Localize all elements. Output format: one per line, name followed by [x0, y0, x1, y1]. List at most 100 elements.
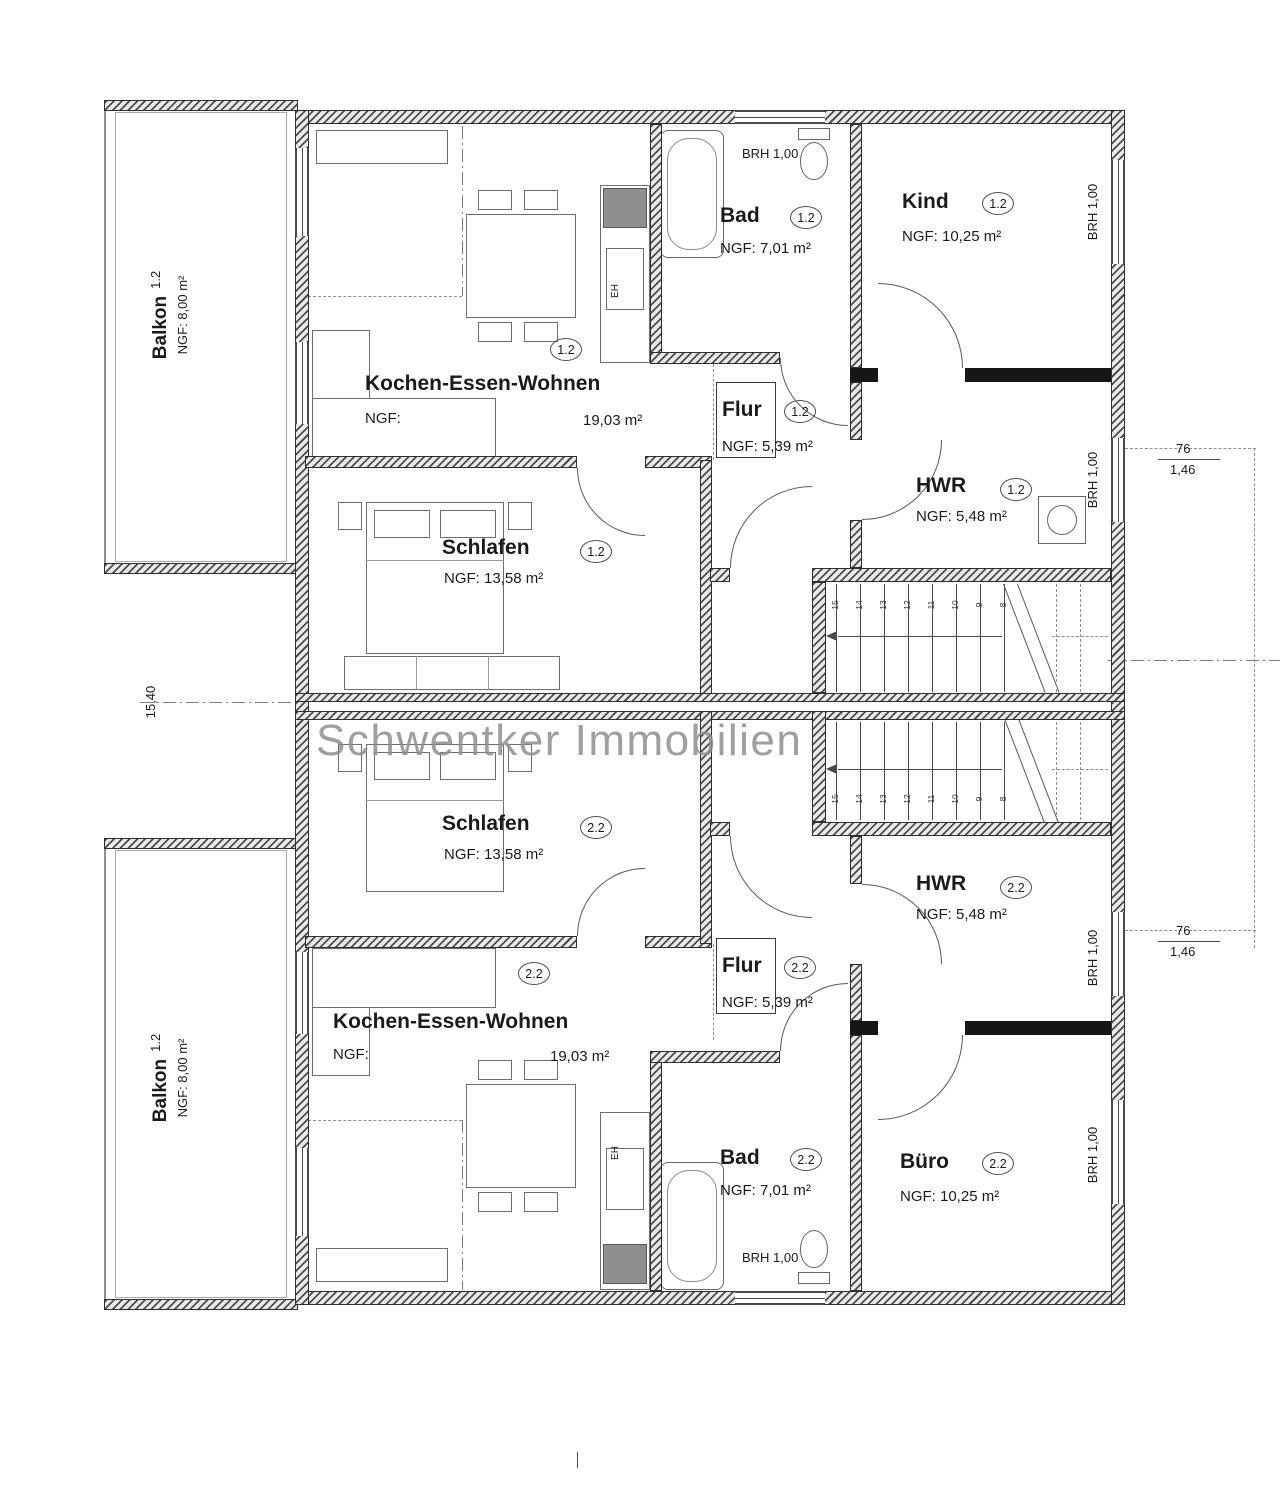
- wall-stub: [850, 1021, 878, 1035]
- furniture-bathtub-inner: [667, 1170, 717, 1282]
- room-area-hwr2: NGF: 5,48 m²: [916, 906, 1007, 923]
- stair-step-number: 9: [974, 796, 984, 802]
- door-arc-kind: [878, 283, 963, 368]
- unit-badge-flur2: 2.2: [784, 956, 816, 979]
- balcony-unit: 1.2: [148, 1033, 163, 1052]
- wall-bad-bottom: [650, 352, 780, 364]
- room-name-schlafen1: Schlafen: [442, 536, 530, 559]
- unit-badge-schlafen1: 1.2: [580, 540, 612, 563]
- eh-label-1: EH: [609, 284, 621, 298]
- room-area-bad1: NGF: 7,01 m²: [720, 240, 811, 257]
- dim-right-upper-width: 76: [1176, 441, 1191, 456]
- room-name-bad2: Bad: [720, 1146, 760, 1169]
- wall-bad2-left: [650, 1051, 662, 1291]
- room-name-hwr2: HWR: [916, 872, 967, 895]
- unit-badge-flur1: 1.2: [784, 400, 816, 423]
- balcony-name: Balkon: [150, 295, 171, 360]
- boundary-dashed-flur1: [713, 364, 714, 460]
- window: [295, 342, 309, 424]
- brh-label-kind: BRH 1,00: [1084, 183, 1100, 241]
- dim-line: [1158, 941, 1220, 942]
- wall-hwr2-left: [850, 836, 862, 884]
- furniture-stove: [603, 188, 647, 228]
- stair-step-number: 15: [830, 600, 840, 610]
- room-name-kochen1: Kochen-Essen-Wohnen: [365, 372, 601, 395]
- balcony-unit: 1.2: [148, 270, 163, 289]
- stair-tread-dashed: [1080, 722, 1081, 820]
- balcony-label-apt1: Balkon1.2 NGF: 8,00 m²: [148, 215, 210, 415]
- stair-tread: [932, 722, 933, 820]
- stair-step-number: 8: [998, 602, 1008, 608]
- furniture-toilet: [800, 1230, 828, 1268]
- stair-tread: [908, 722, 909, 820]
- furniture-nightstand: [338, 502, 362, 530]
- window-kind: [1111, 160, 1125, 264]
- exterior-wall-right: [1111, 110, 1125, 1305]
- door-arc-entrance2: [730, 836, 812, 918]
- room-area-kochen2: 19,03 m²: [550, 1048, 610, 1065]
- washing-machine-drum: [1047, 505, 1077, 535]
- furniture-toilet-tank: [798, 1272, 830, 1284]
- room-area-kind: NGF: 10,25 m²: [902, 228, 1002, 245]
- brh-label-hwr1: BRH 1,00: [1084, 451, 1100, 509]
- stair-tread: [860, 584, 861, 692]
- balcony-door: [295, 1148, 309, 1236]
- furniture-nightstand: [338, 744, 362, 772]
- flur-box-2: [716, 938, 776, 1014]
- door-arc-schlafen1: [577, 468, 645, 536]
- room-area-kochen1: 19,03 m²: [583, 412, 643, 429]
- stair-step-number: 14: [854, 600, 864, 610]
- room-area-schlafen2: NGF: 13,58 m²: [444, 846, 544, 863]
- stair-tread: [956, 722, 957, 820]
- stair-tread: [1004, 722, 1005, 820]
- furniture-bed-line: [366, 560, 504, 561]
- wall-bad2-buero: [850, 1035, 862, 1291]
- wall-kochen-schlafen2: [305, 936, 577, 948]
- stair-step-number: 14: [854, 794, 864, 804]
- furniture-nightstand: [508, 744, 532, 772]
- stair-tread: [932, 584, 933, 692]
- furniture-toilet-tank: [798, 128, 830, 140]
- dim-right-upper-depth: 1,46: [1170, 462, 1196, 477]
- room-name-kind: Kind: [902, 190, 949, 213]
- window-hwr: [1111, 438, 1125, 522]
- watermark: Schwentker Immobilien: [316, 716, 803, 765]
- furniture-pillow: [440, 752, 496, 780]
- door-arc-buero: [878, 1035, 963, 1120]
- dim-line-dashed: [1254, 448, 1255, 948]
- wall-hwr2-left: [850, 964, 862, 1021]
- balcony-wall-bottom-2: [104, 1299, 298, 1310]
- furniture-pillow: [374, 510, 430, 538]
- wall-stair-bottom: [710, 822, 730, 836]
- furniture-sink: [606, 1148, 644, 1210]
- unit-badge-kochen2: 2.2: [518, 962, 550, 985]
- furniture-chair: [478, 190, 512, 210]
- brh-label-bad2: BRH 1,00: [742, 1250, 799, 1265]
- unit-badge-hwr1: 1.2: [1000, 478, 1032, 501]
- room-area-hwr1: NGF: 5,48 m²: [916, 508, 1007, 525]
- furniture-dining-table: [466, 214, 576, 318]
- room-name-schlafen2: Schlafen: [442, 812, 530, 835]
- eh-label-2: EH: [609, 1146, 621, 1160]
- dim-line-dashed: [1125, 448, 1256, 449]
- unit-badge-bad2: 2.2: [790, 1148, 822, 1171]
- balcony-wall-top: [104, 100, 298, 111]
- drawing-tick: [577, 1452, 578, 1468]
- balcony-name: Balkon: [150, 1058, 171, 1123]
- wall-kochen-schlafen: [305, 456, 577, 468]
- window-bad: [735, 110, 825, 124]
- stair-tread: [908, 584, 909, 692]
- stair-tread: [1004, 584, 1005, 692]
- furniture-sink: [606, 248, 644, 310]
- dim-right-lower-width: 76: [1176, 923, 1191, 938]
- furniture-sideboard: [316, 130, 448, 164]
- window: [295, 952, 309, 1034]
- stair-tread-dashed: [1056, 584, 1057, 692]
- furniture-pillow: [374, 752, 430, 780]
- stair-tread: [884, 584, 885, 692]
- room-ngf-kochen2: NGF:: [333, 1046, 369, 1063]
- window-hwr2: [1111, 912, 1125, 996]
- stair-step-number: 13: [878, 600, 888, 610]
- furniture-sofa: [312, 398, 496, 458]
- balcony-wall-bottom: [104, 563, 298, 574]
